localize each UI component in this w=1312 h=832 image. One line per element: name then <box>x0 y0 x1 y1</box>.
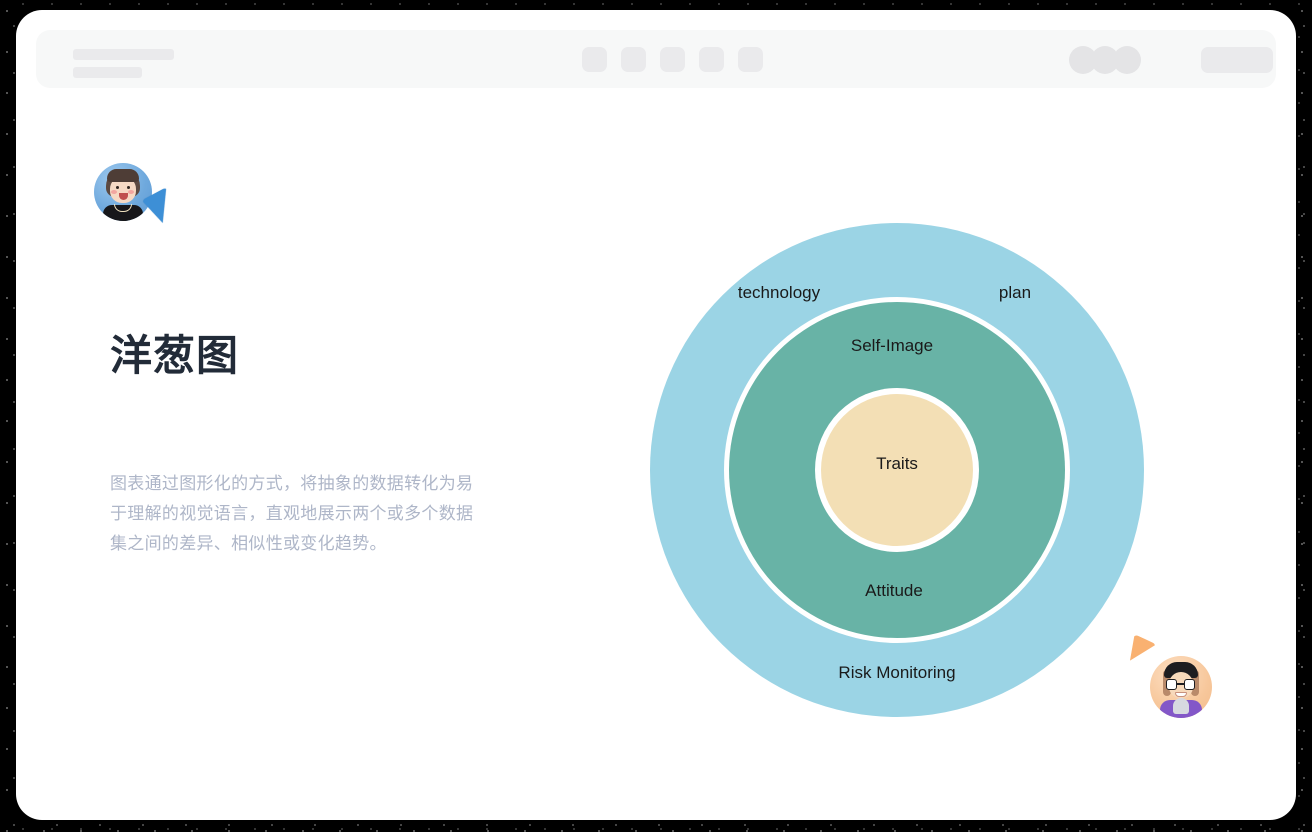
share-button[interactable] <box>1201 47 1273 73</box>
onion-label-plan: plan <box>999 283 1031 302</box>
onion-label-traits: Traits <box>876 454 918 473</box>
onion-label-attitude: Attitude <box>865 581 923 600</box>
toolbar-button-4[interactable] <box>699 47 724 72</box>
presence-marker-primary <box>94 163 184 233</box>
collaborator-avatar-stack[interactable] <box>1069 46 1147 74</box>
onion-ring-core[interactable] <box>821 394 973 546</box>
toolbar-title-skeleton-short <box>73 67 142 78</box>
toolbar-button-2[interactable] <box>621 47 646 72</box>
page-description: 图表通过图形化的方式，将抽象的数据转化为易于理解的视觉语言，直观地展示两个或多个… <box>110 474 474 553</box>
onion-label-self-image: Self-Image <box>851 336 933 355</box>
toolbar-button-5[interactable] <box>738 47 763 72</box>
user-avatar-icon-secondary <box>1150 656 1212 718</box>
user-avatar-icon-primary <box>94 163 152 221</box>
toolbar-button-1[interactable] <box>582 47 607 72</box>
onion-diagram: technology plan Risk Monitoring Self-Ima… <box>650 215 1144 725</box>
collaborator-avatar-3[interactable] <box>1113 46 1141 74</box>
onion-label-technology: technology <box>738 283 821 302</box>
toolbar-button-3[interactable] <box>660 47 685 72</box>
onion-label-risk-monitoring: Risk Monitoring <box>838 663 955 682</box>
app-window: 洋葱图 图表通过图形化的方式，将抽象的数据转化为易于理解的视觉语言，直观地展示两… <box>16 10 1296 820</box>
toolbar-title-skeleton-long <box>73 49 174 60</box>
pointer-cursor-icon-secondary <box>1123 634 1157 668</box>
presence-marker-secondary <box>1123 634 1233 730</box>
page-title: 洋葱图 <box>110 332 240 379</box>
toolbar <box>36 30 1276 88</box>
